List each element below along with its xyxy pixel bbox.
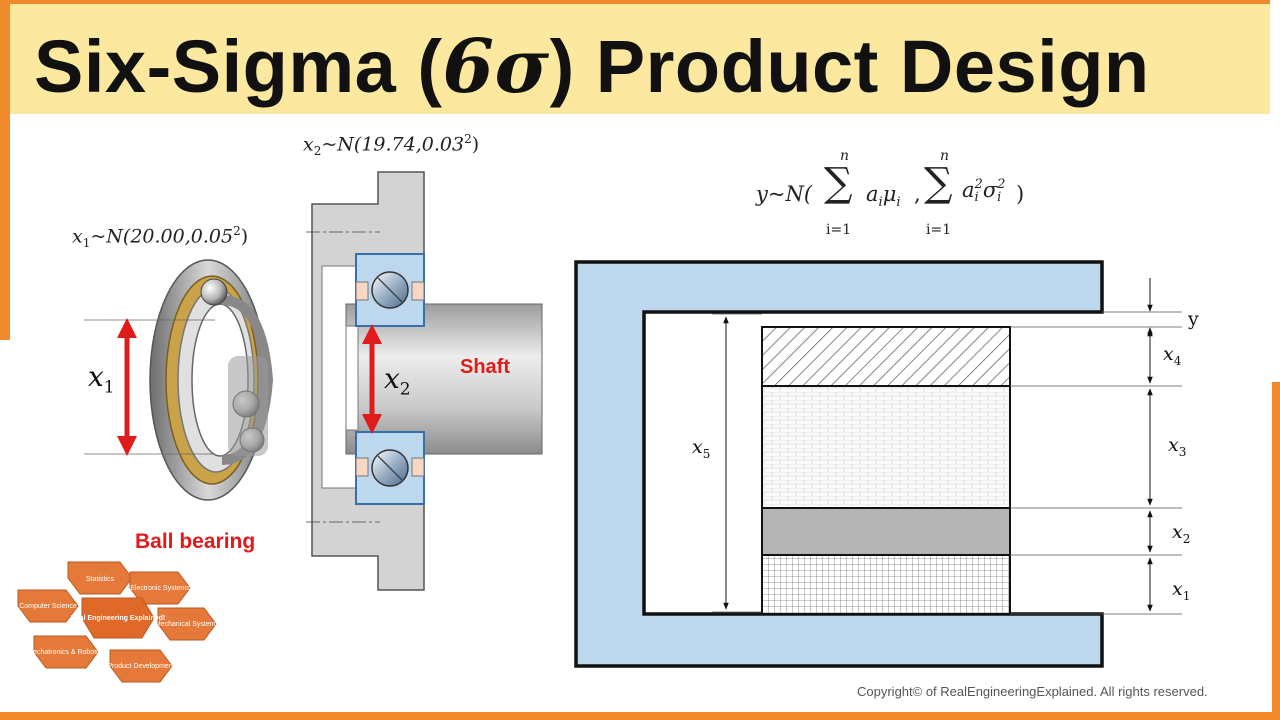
housing-x2-label: x2 — [384, 362, 411, 400]
assembly-housing — [574, 260, 1104, 668]
ball-bearing-label: Ball bearing — [135, 530, 256, 553]
ball-bearing-illustration — [149, 259, 274, 501]
assembly-dimension-lines — [712, 278, 1182, 615]
page-title: Six-Sigma (6σ) Product Design — [34, 24, 1150, 110]
shaft-label: Shaft — [460, 356, 510, 378]
x1-label: x1 — [1172, 578, 1191, 603]
sum-symbol-1: ∑ — [824, 160, 853, 206]
logo-hex-center: Real Engineering Explained! — [71, 615, 166, 622]
logo-hex-mechanical: Mechanical Systems — [155, 621, 220, 628]
x5-label: x5 — [692, 436, 711, 461]
housing-cross-section — [306, 171, 543, 591]
bottom-accent-bar — [0, 712, 1280, 720]
y-gap-label: y — [1188, 308, 1199, 330]
bearing-x1-dimension — [84, 318, 215, 456]
x3-label: x3 — [1168, 434, 1187, 459]
logo-hex-computer: Computer Science — [19, 603, 77, 610]
logo-hex-statistics: Statistics — [86, 576, 115, 583]
copyright-notice: Copyright© of RealEngineeringExplained. … — [857, 684, 1208, 699]
x4-label: x4 — [1163, 343, 1182, 368]
sum-symbol-2: ∑ — [924, 160, 953, 206]
real-engineering-logo: Statistics Electronic Systems Computer S… — [17, 561, 220, 683]
bearing-x1-label: x1 — [88, 360, 115, 398]
x2-label: x2 — [1172, 521, 1191, 546]
logo-hex-electronic: Electronic Systems — [130, 585, 190, 592]
x1-distribution: x1~N(20.00,0.052) — [72, 224, 249, 251]
left-accent-bar — [0, 0, 10, 340]
right-accent-bar — [1272, 382, 1280, 720]
logo-hex-product: Product Development — [107, 663, 174, 670]
x2-distribution: x2~N(19.74,0.032) — [303, 132, 480, 159]
assembly-stack — [761, 326, 1011, 615]
logo-hex-mechatronics: Mechatronics & Robotics — [27, 649, 105, 656]
title-banner: Six-Sigma (6σ) Product Design — [10, 0, 1270, 114]
